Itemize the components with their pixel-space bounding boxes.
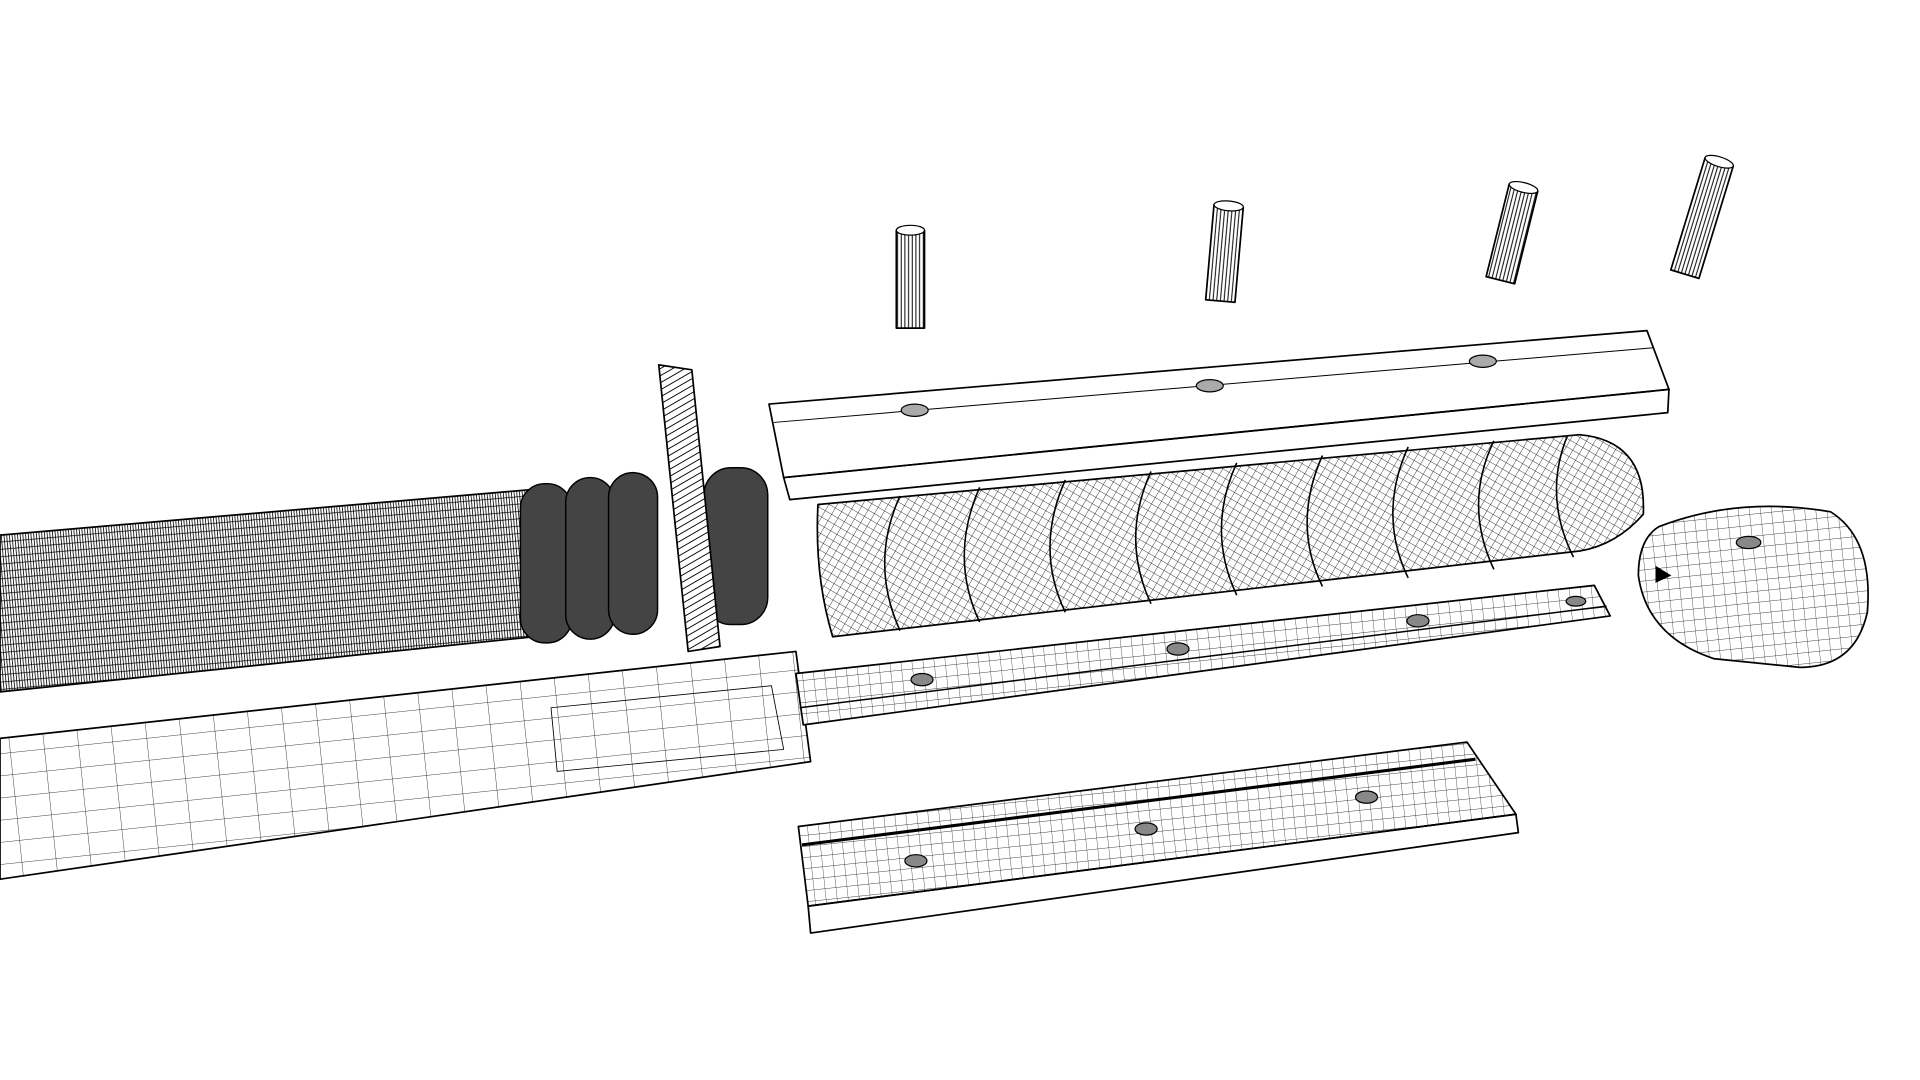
guard <box>657 364 721 653</box>
scabbard <box>0 488 535 693</box>
pin-3 <box>1485 180 1539 285</box>
blade <box>0 650 812 881</box>
pin-1 <box>895 224 926 330</box>
wrapped-handle <box>816 433 1645 638</box>
pin-4 <box>1669 154 1735 280</box>
pin-2 <box>1204 200 1245 304</box>
pommel <box>1637 505 1869 669</box>
collar-rings <box>519 467 769 644</box>
top-handle-plate <box>768 329 1670 501</box>
bottom-handle-plate <box>797 741 1520 934</box>
tang <box>795 584 1612 726</box>
